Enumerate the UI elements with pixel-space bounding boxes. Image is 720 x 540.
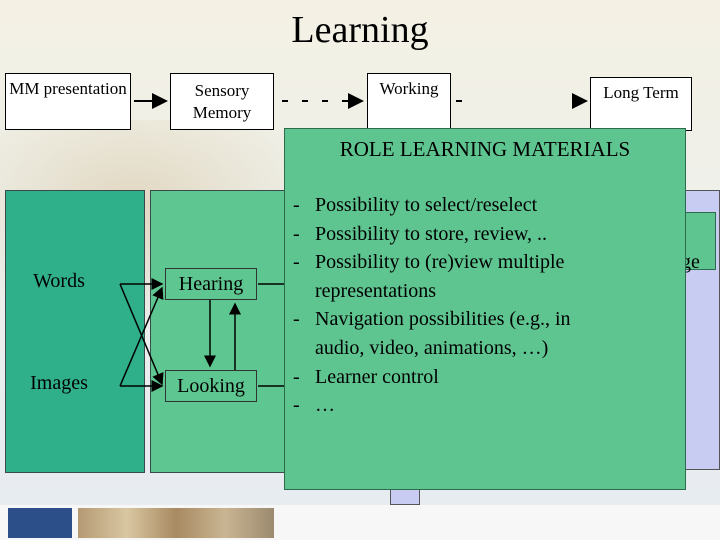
bullet-dash: - — [293, 308, 300, 331]
callout-item: -Possibility to select/reselect — [293, 191, 571, 220]
callout-item: -… — [293, 391, 571, 420]
bullet-dash: - — [293, 194, 300, 216]
sensory-memory-label: Sensory Memory — [192, 81, 252, 122]
callout-item: audio, video, animations, …) — [293, 334, 571, 363]
looking-label: Looking — [177, 375, 245, 397]
callout-item-text: Learner control — [315, 365, 439, 388]
callout-item-text: Possibility to store, review, .. — [315, 222, 548, 245]
callout-item-text: … — [315, 394, 335, 417]
callout-item: -Navigation possibilities (e.g., in — [293, 305, 571, 334]
mm-panel — [5, 190, 145, 473]
slide-title: Learning — [291, 9, 429, 51]
words-text: Words — [33, 270, 85, 292]
bullet-dash — [293, 277, 315, 306]
bullet-dash: - — [293, 251, 300, 274]
bullet-dash — [293, 334, 315, 363]
arrow-images-to-hearing — [119, 286, 164, 387]
callout-item: -Possibility to store, review, .. — [293, 220, 571, 249]
images-label: Images — [14, 372, 104, 400]
callout-item: -Learner control — [293, 363, 571, 392]
role-learning-materials-callout: ROLE LEARNING MATERIALS -Possibility to … — [284, 128, 686, 490]
mm-presentation-label: MM presentation — [9, 79, 127, 98]
words-label: Words — [14, 270, 104, 298]
mm-presentation-box: MM presentation — [5, 73, 131, 130]
images-text: Images — [30, 372, 88, 394]
bullet-dash: - — [293, 222, 300, 245]
bullet-dash: - — [293, 365, 300, 388]
arrow-words-to-looking — [119, 283, 164, 386]
callout-item-text: Navigation possibilities (e.g., in — [315, 308, 571, 331]
long-term-memory-label: Long Term — [603, 83, 679, 102]
long-term-memory-box: Long Term — [590, 77, 692, 131]
hearing-label: Hearing — [178, 273, 244, 295]
footer-photo-strip — [78, 508, 274, 538]
callout-list: -Possibility to select/reselect -Possibi… — [293, 191, 571, 420]
sensory-panel — [150, 190, 285, 473]
callout-item-text: Possibility to (re)view multiple — [315, 251, 565, 274]
callout-item-text: Possibility to select/reselect — [315, 194, 538, 216]
callout-item: representations — [293, 277, 571, 306]
callout-title: ROLE LEARNING MATERIALS — [339, 137, 631, 161]
callout-item-text: audio, video, animations, …) — [315, 336, 549, 359]
working-memory-box: Working — [367, 73, 451, 133]
university-logo — [8, 508, 72, 538]
working-memory-label: Working — [379, 79, 439, 98]
sensory-memory-box: Sensory Memory — [170, 73, 274, 130]
looking-box: Looking — [165, 370, 257, 402]
callout-item: -Possibility to (re)view multiple — [293, 248, 571, 277]
callout-item-text: representations — [315, 279, 437, 302]
bullet-dash: - — [293, 394, 300, 417]
hearing-box: Hearing — [165, 268, 257, 300]
